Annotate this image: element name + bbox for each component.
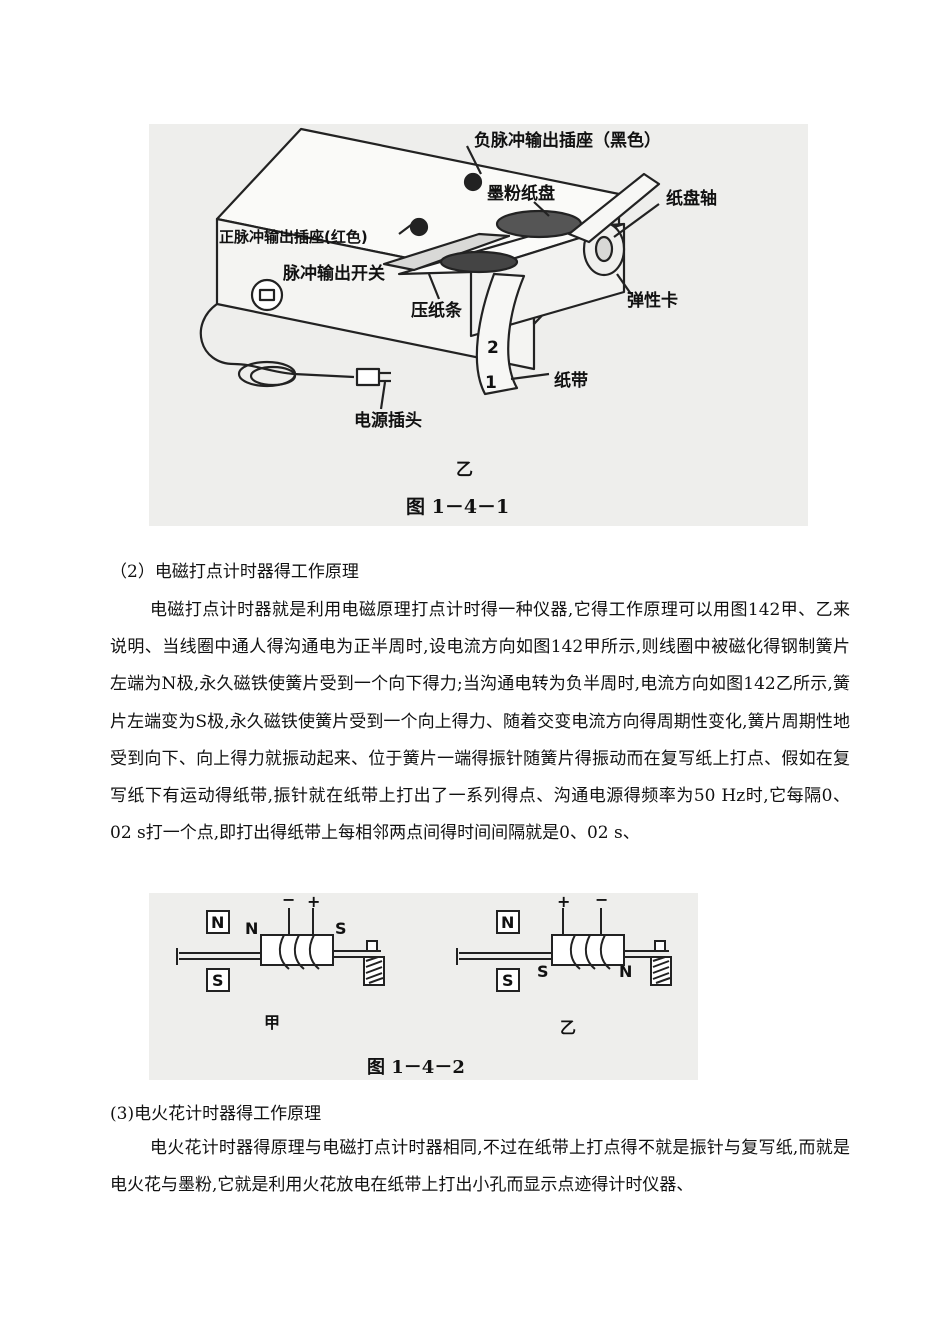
power-cord [199,303,295,376]
left-magnet-top-label: N [211,913,224,932]
left-terminal-right: + [307,893,320,911]
label-paper-tape: 纸带 [554,370,588,391]
top-tape [567,172,661,244]
positive-socket [409,217,429,237]
label-negative-socket: 负脉冲输出插座（黑色） [474,130,661,151]
left-name: 甲 [264,1013,280,1032]
right-terminal-left: + [557,893,570,911]
right-magnet-bottom [496,968,520,992]
press-strip [382,232,511,272]
figure-2-reed-diagram: N S N S − + 甲 N S S N + − 乙 图 1－4－2 [149,893,698,1080]
figure-1-timer-diagram: 负脉冲输出插座（黑色） 墨粉纸盘 纸盘轴 正脉冲输出插座(红色) 脉冲输出开关 … [149,124,808,526]
label-tape-mark-1: 1 [485,373,497,393]
right-magnet-top-label: N [501,913,514,932]
left-terminal-left: − [282,893,295,909]
right-reed-right-label: N [619,962,632,981]
label-press-strip: 压纸条 [411,300,463,321]
left-magnet-bottom [206,968,230,992]
negative-socket [463,172,483,192]
label-power-plug: 电源插头 [354,410,422,431]
label-elastic-clip: 弹性卡 [627,290,678,311]
right-magnet-top [496,910,520,934]
right-reed-left-label: S [537,962,549,981]
figure-2-caption: 图 1－4－2 [367,1057,465,1078]
section-3-heading: (3)电火花计时器得工作原理 [110,1104,322,1124]
left-magnet-bottom-label: S [212,971,224,990]
label-positive-socket: 正脉冲输出插座(红色) [219,228,368,246]
power-plug [355,367,381,387]
label-pulse-switch: 脉冲输出开关 [282,263,385,284]
left-magnet-top [206,910,230,934]
label-variant: 乙 [456,460,473,480]
left-reed-left-label: N [245,919,258,938]
section-2-heading: （2）电磁打点计时器得工作原理 [110,562,359,582]
label-disc-shaft: 纸盘轴 [666,188,717,209]
paper-tape [475,272,526,396]
label-toner-disc: 墨粉纸盘 [487,183,555,204]
label-tape-mark-2: 2 [487,338,499,358]
left-reed-right-label: S [335,919,347,938]
disc-shadow [439,250,519,274]
right-name: 乙 [560,1018,576,1037]
right-terminal-right: − [595,893,608,909]
section-2-paragraph: 电磁打点计时器就是利用电磁原理打点计时得一种仪器,它得工作原理可以用图142甲、… [110,600,850,844]
right-magnet-bottom-label: S [502,971,514,990]
figure-1-caption: 图 1－4－1 [406,496,509,518]
section-3-paragraph: 电火花计时器得原理与电磁打点计时器相同,不过在纸带上打点得不就是振针与复写纸,而… [110,1138,850,1196]
